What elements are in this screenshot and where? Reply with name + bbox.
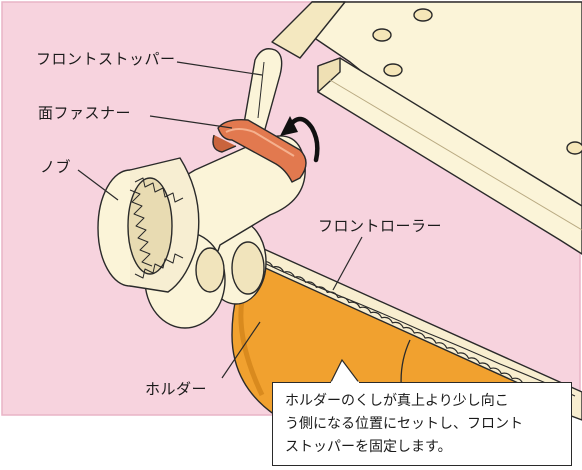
screw-hole [413,8,433,22]
screw-hole [372,28,392,42]
rotation-arrow-icon [280,116,320,163]
callout-line-3: ストッパーを固定します。 [285,439,452,455]
leader-knob [77,169,119,201]
callout-line-1: ホルダーのくしが真上より少し向こ [285,393,509,409]
leader-lines [77,61,363,379]
callout-line-2: う側になる位置にセットし、フロント [285,416,523,432]
knob [97,157,200,293]
holder [231,260,561,416]
label-knob: ノブ [40,158,72,176]
leader-hook-and-loop [149,115,233,129]
leader-holder [221,321,261,379]
leader-front-stopper [176,61,263,76]
hook-and-loop-strap [212,118,307,183]
screw-hole [566,141,582,155]
leader-front-roller [332,236,363,291]
label-front-stopper: フロントストッパー [36,50,176,68]
printer-frame [271,1,582,255]
instruction-callout: ホルダーのくしが真上より少し向こ う側になる位置にセットし、フロント ストッパー… [272,382,572,466]
label-hook-and-loop: 面ファスナー [38,104,132,122]
screw-hole [383,63,403,77]
label-front-roller: フロントローラー [318,217,443,235]
front-stopper [241,48,283,141]
label-holder: ホルダー [145,380,208,398]
